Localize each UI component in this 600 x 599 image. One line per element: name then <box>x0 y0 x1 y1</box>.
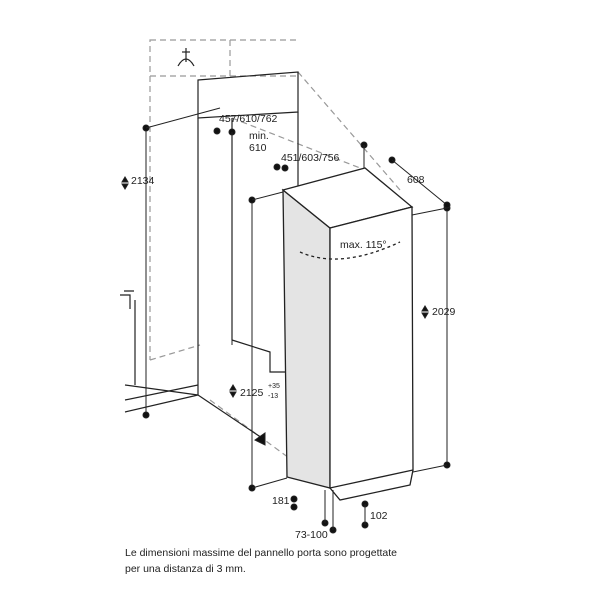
caption-line-1: Le dimensioni massime del pannello porta… <box>125 547 398 559</box>
foot-depth-label: 102 <box>370 510 388 522</box>
plinth-setback-label: 73-100 <box>295 529 328 541</box>
appliance-widths-label: 451/603/756 <box>281 152 340 164</box>
niche-opening-height-label: 2125 <box>240 387 264 399</box>
panel-widths-label: 457/610/762 <box>219 113 278 125</box>
tolerance-minus: -13 <box>268 393 279 400</box>
water-tap-icon <box>120 48 195 309</box>
appliance-depth-label: 608 <box>407 174 425 186</box>
plinth-height-label: 181 <box>272 495 290 507</box>
door-angle-label: max. 115° <box>340 239 387 251</box>
appliance-body <box>281 167 414 501</box>
dimension-lines <box>121 107 451 534</box>
min-depth-label: min. <box>249 130 269 142</box>
appliance-height-label: 2029 <box>432 306 456 318</box>
caption: Le dimensioni massime del pannello porta… <box>125 545 397 577</box>
tolerance-plus: +35 <box>268 383 280 390</box>
min-depth-value: 610 <box>249 142 267 154</box>
caption-line-2: per una distanza di 3 mm. <box>125 563 246 575</box>
niche-height-label: 2134 <box>131 175 155 187</box>
